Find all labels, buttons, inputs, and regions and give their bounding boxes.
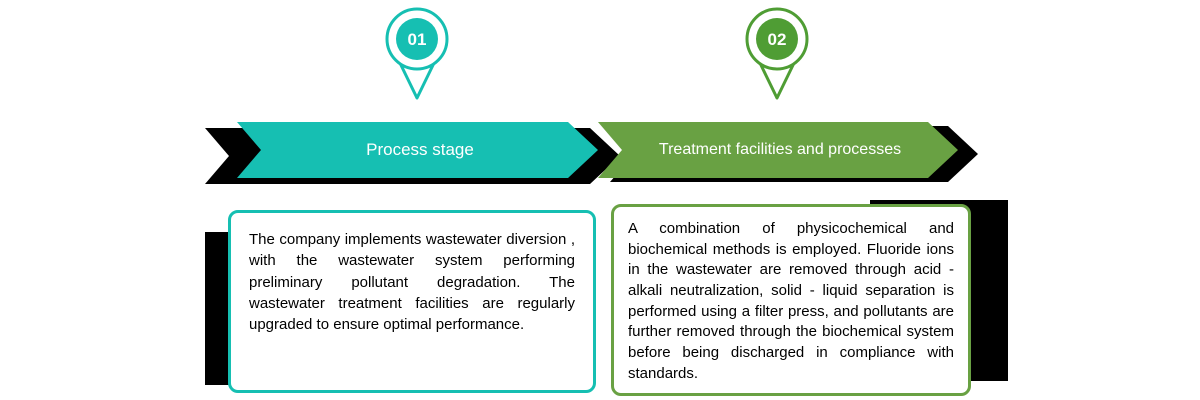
banner-2-arrow	[598, 122, 958, 178]
banner-arrows	[205, 122, 978, 184]
stage-2-pin: 02	[737, 6, 817, 106]
stage-2-banner-label: Treatment facilities and processes	[658, 141, 902, 158]
stage-2-text-box: A combination of physicochemical and bio…	[611, 204, 971, 396]
location-pin-icon: 02	[745, 7, 809, 100]
stage-1-text-box: The company implements wastewater divers…	[228, 210, 596, 393]
stage-1-number: 01	[408, 30, 427, 49]
stage-1-body-text: The company implements wastewater divers…	[249, 231, 575, 334]
stage-1-pin: 01	[377, 6, 457, 106]
location-pin-icon: 01	[385, 7, 449, 100]
stage-2-number: 02	[768, 30, 787, 49]
stage-1-banner-label: Process stage	[366, 140, 474, 159]
banner-1-arrow	[237, 122, 598, 178]
stage-2-body-text: A combination of physicochemical and bio…	[628, 220, 954, 382]
